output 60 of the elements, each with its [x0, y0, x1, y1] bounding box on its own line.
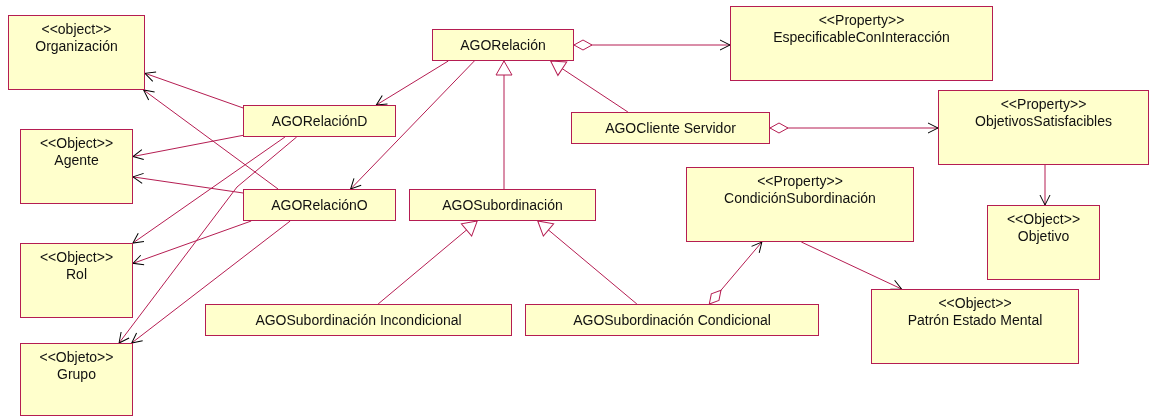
class-box	[409, 189, 596, 221]
stereotype-label: <<object>>	[41, 21, 112, 38]
association-arrow	[143, 89, 279, 190]
class-box	[20, 243, 133, 318]
association-arrow	[350, 60, 475, 190]
class-name: AGORelaciónD	[271, 112, 368, 130]
class-box	[20, 343, 133, 416]
association-arrow	[118, 136, 298, 344]
class-name: AGOSubordinación Condicional	[573, 311, 771, 329]
class-name: CondiciónSubordinación	[724, 190, 876, 207]
association-arrow	[1039, 164, 1051, 206]
association-arrow	[132, 220, 252, 266]
class-name: Objetivo	[1017, 228, 1070, 245]
association-arrow	[573, 39, 731, 51]
class-name: AGORelación	[460, 36, 546, 54]
association-arrow	[131, 220, 291, 344]
stereotype-label: <<Property>>	[1000, 96, 1087, 113]
class-box	[525, 304, 819, 336]
class-name: AGORelaciónO	[271, 196, 368, 214]
stereotype-label: <<Object>>	[1006, 211, 1081, 228]
class-box	[730, 6, 993, 81]
stereotype-label: <<Object>>	[39, 249, 114, 266]
class-box	[571, 112, 770, 144]
association-arrow	[132, 136, 286, 244]
class-name: ObjetivosSatisfacibles	[975, 113, 1112, 130]
class-box	[987, 205, 1100, 280]
class-box	[938, 90, 1149, 165]
stereotype-label: <<Property>>	[818, 12, 905, 29]
association-arrow	[377, 220, 478, 305]
association-arrow	[769, 122, 939, 134]
association-arrow	[132, 134, 244, 160]
association-arrow	[537, 220, 638, 305]
stereotype-label: <<Object>>	[39, 135, 114, 152]
association-arrow	[375, 60, 449, 106]
association-arrow	[144, 71, 244, 109]
association-arrow	[550, 60, 629, 113]
association-arrow	[708, 241, 763, 305]
class-box	[243, 189, 396, 221]
stereotype-label: <<Object>>	[938, 295, 1012, 312]
class-name: AGOSubordinación	[442, 196, 563, 214]
association-arrow	[495, 60, 513, 190]
association-arrow	[800, 241, 903, 290]
class-box	[8, 15, 145, 90]
class-box	[205, 304, 512, 336]
stereotype-label: <<Objeto>>	[39, 349, 114, 366]
class-name: Rol	[66, 266, 87, 283]
class-box	[871, 289, 1079, 364]
class-box	[20, 129, 133, 204]
class-box	[243, 105, 396, 137]
class-box	[686, 167, 914, 242]
class-name: Patrón Estado Mental	[907, 312, 1043, 329]
class-name: AGOCliente Servidor	[605, 119, 736, 137]
class-name: EspecificableConInteracción	[773, 29, 950, 46]
class-name: Grupo	[57, 366, 96, 383]
class-name: Organización	[35, 38, 118, 55]
class-name: AGOSubordinación Incondicional	[255, 311, 462, 329]
stereotype-label: <<Property>>	[757, 173, 843, 190]
class-name: Agente	[54, 152, 99, 169]
class-box	[432, 29, 574, 61]
association-arrow	[132, 172, 244, 194]
